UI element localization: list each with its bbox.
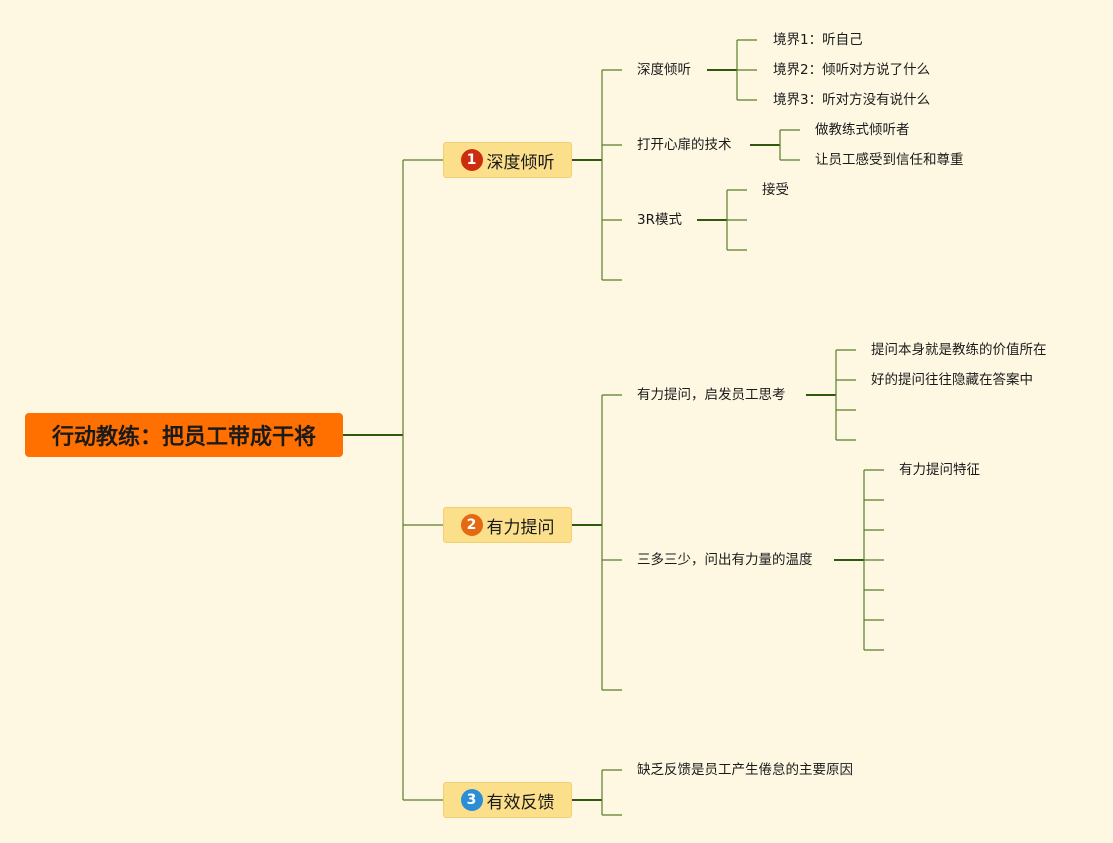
sub-connector [835,349,856,441]
sub-connector [726,189,747,251]
leaf-topic[interactable]: 提问本身就是教练的价值所在 [871,342,1047,358]
leaf-topic[interactable]: 接受 [762,182,789,198]
branch-deep-listening[interactable]: 1 深度倾听 [443,142,572,178]
branch2-child-connector [601,394,622,691]
sub-connector [863,469,884,651]
subtopic[interactable]: 三多三少，问出有力量的温度 [637,552,813,568]
subtopic[interactable]: 3R模式 [637,212,682,228]
leaf-topic[interactable]: 境界2：倾听对方说了什么 [773,62,931,78]
branch-powerful-questions[interactable]: 2 有力提问 [443,507,572,543]
number-1-icon: 1 [460,149,483,171]
branch-label: 深度倾听 [486,152,555,173]
branch-label: 有力提问 [486,517,555,538]
root-topic[interactable]: 行动教练：把员工带成干将 [25,413,343,457]
subtopic[interactable]: 有力提问，启发员工思考 [637,387,786,403]
subtopic[interactable]: 深度倾听 [637,62,691,78]
leaf-topic[interactable]: 做教练式倾听者 [815,122,910,138]
leaf-topic[interactable]: 境界3：听对方没有说什么 [773,92,931,108]
subtopic[interactable]: 打开心扉的技术 [637,137,732,153]
sub-connector [779,129,800,161]
branch-connector [402,159,443,801]
leaf-topic[interactable]: 让员工感受到信任和尊重 [815,152,964,168]
number-2-icon: 2 [460,514,483,536]
branch3-child-connector [601,769,622,816]
branch1-child-connector [601,69,622,281]
leaf-topic[interactable]: 好的提问往往隐藏在答案中 [871,372,1033,388]
subtopic[interactable]: 缺乏反馈是员工产生倦怠的主要原因 [637,762,853,778]
leaf-topic[interactable]: 有力提问特征 [899,462,980,478]
branch-effective-feedback[interactable]: 3 有效反馈 [443,782,572,818]
leaf-topic[interactable]: 境界1：听自己 [773,32,863,48]
sub-connector [736,39,757,101]
number-3-icon: 3 [460,789,483,811]
branch-label: 有效反馈 [486,792,555,813]
